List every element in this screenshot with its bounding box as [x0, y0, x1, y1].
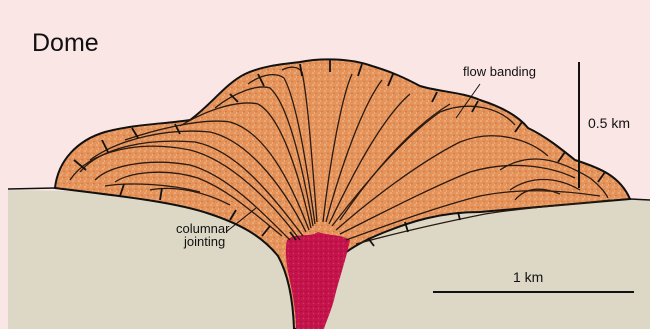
vertical-scale-label: 0.5 km: [588, 117, 630, 130]
ground-surface-line-right: [630, 199, 650, 200]
flow-banding-label: flow banding: [463, 65, 536, 78]
ground-surface-line: [8, 188, 55, 189]
horizontal-scale-label: 1 km: [513, 271, 543, 284]
columnar-label-line2: jointing: [184, 235, 225, 248]
diagram-title: Dome: [32, 29, 99, 58]
